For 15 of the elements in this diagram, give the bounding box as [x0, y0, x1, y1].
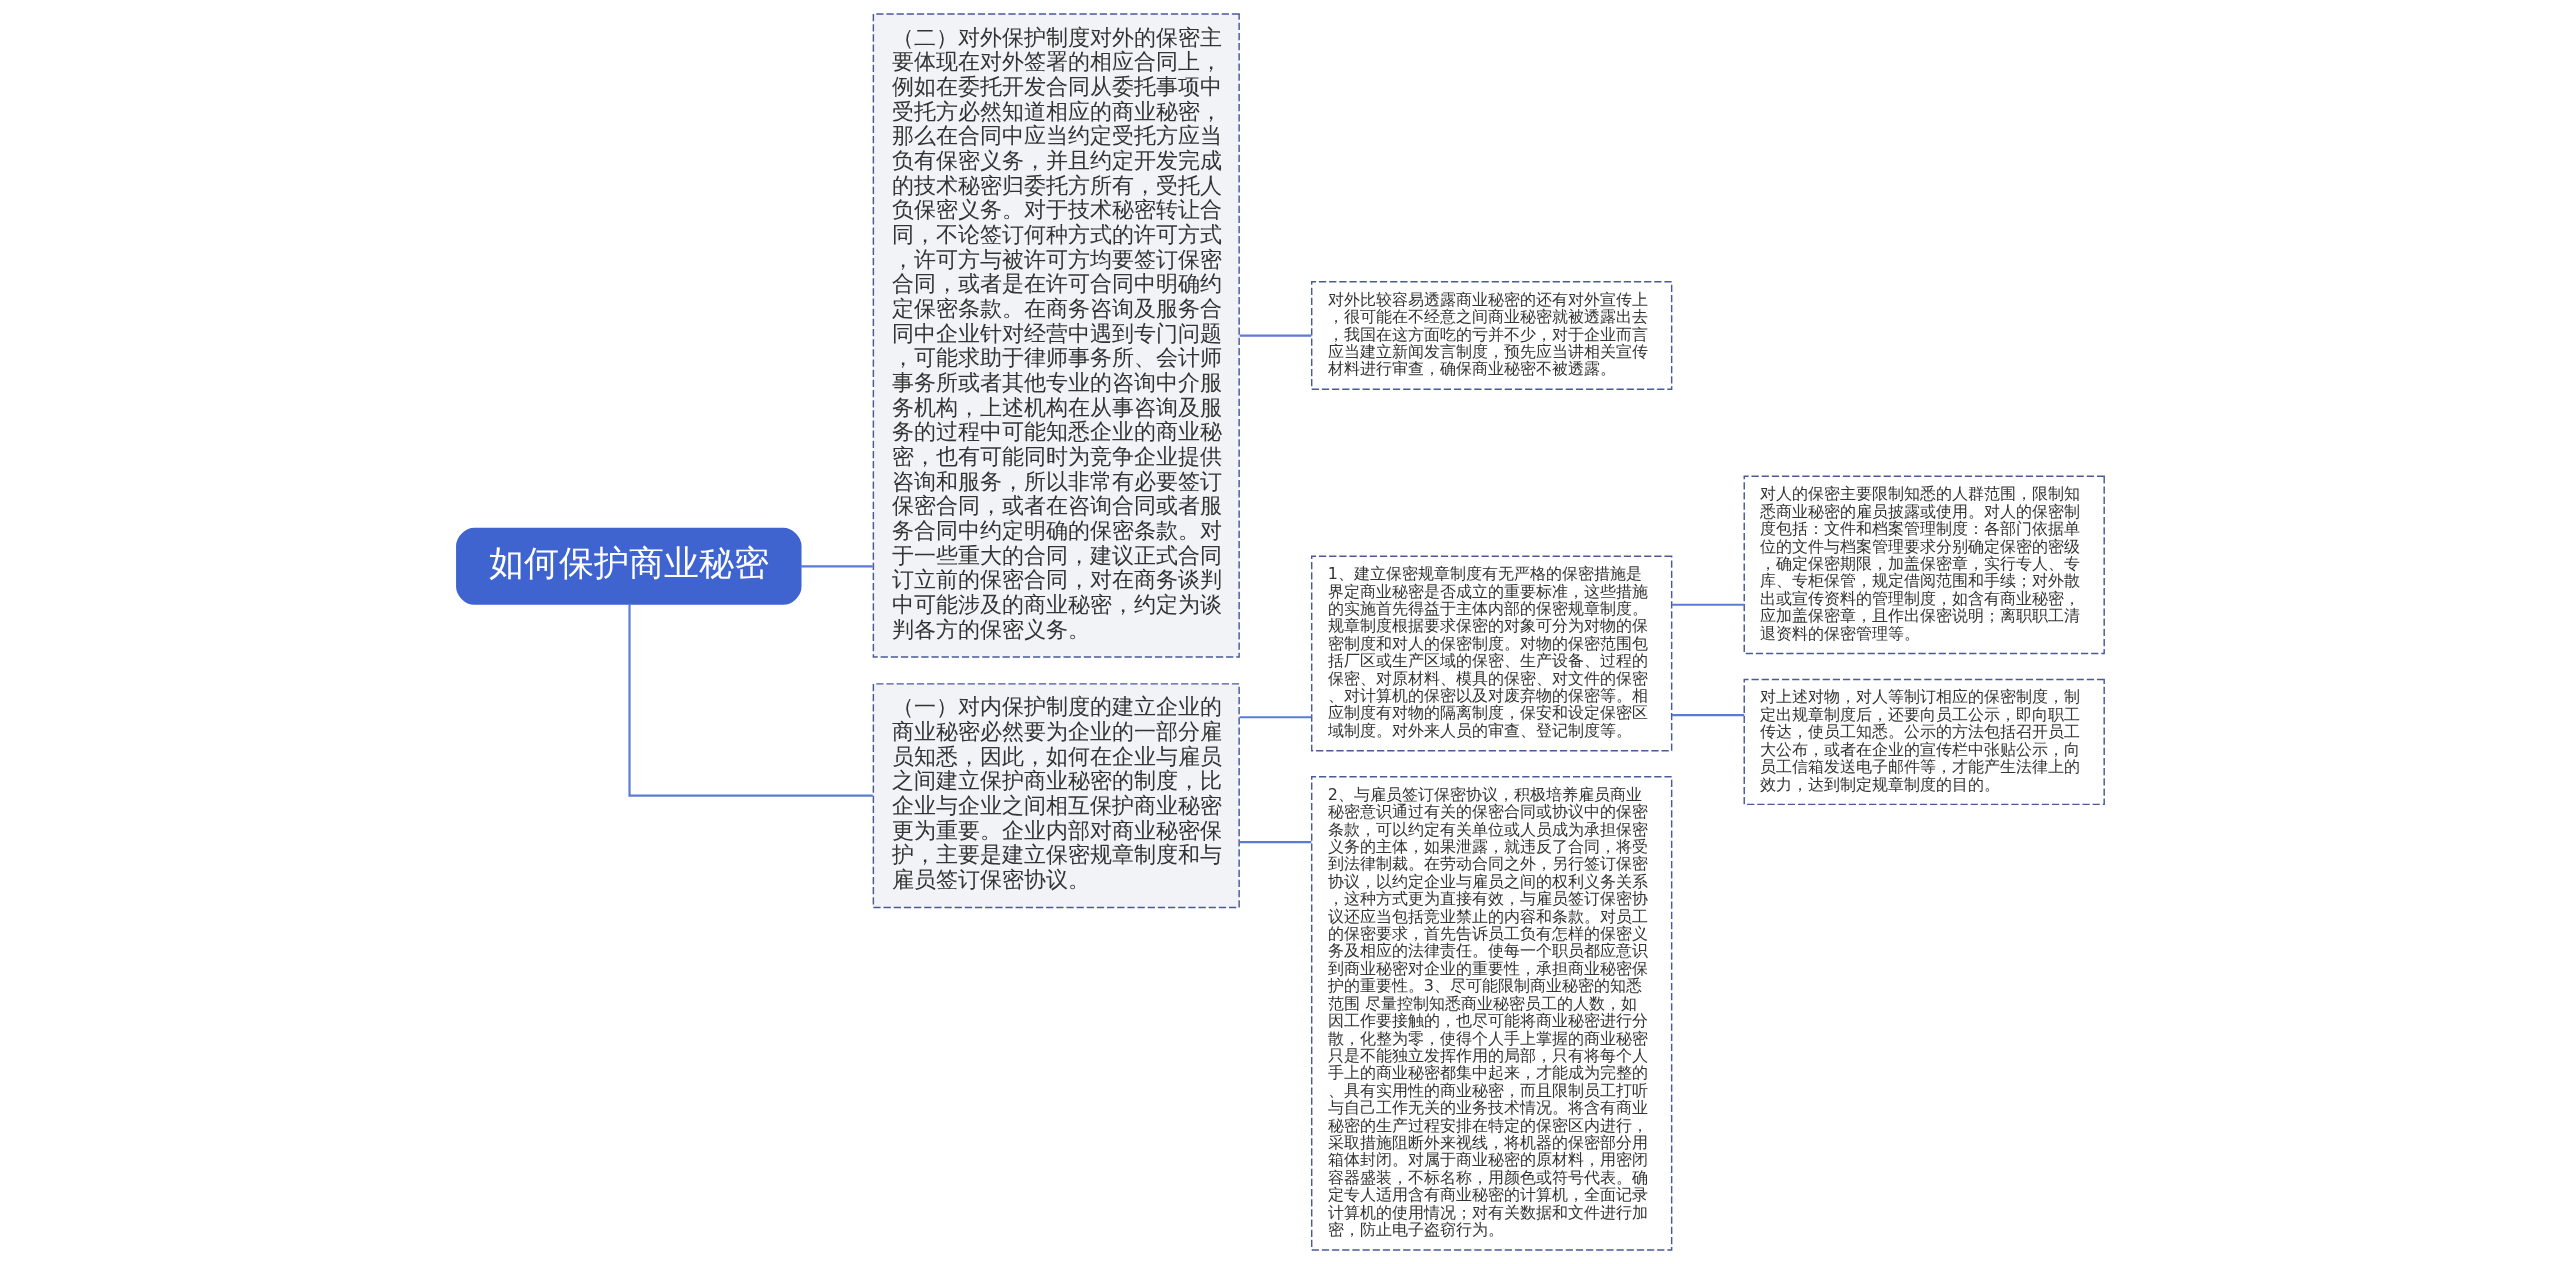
node-box: 对外比较容易透露商业秘密的还有对外宣传上，很可能在不经意之间商业秘密就被透露出去，我国在这方面吃的亏并不少，对于企业而言应当建立新闻发言制度，预先应当讲相关宣传材料进行审查，确保商业秘密不被透露。	[1310, 281, 1672, 390]
connector	[1239, 841, 1311, 844]
connector	[627, 604, 873, 797]
connector	[1239, 334, 1311, 337]
node-box: 2、与雇员签订保密协议，积极培养雇员商业秘密意识通过有关的保密合同或协议中的保密条款，可以约定有关单位或人员成为承担保密义务的主体，如果泄露，就违反了合同，将受到法律制裁。在劳动合同之外，另行签订保密协议，以约定企业与雇员之间的权利义务关系，这种方式更为直接有效，与雇员签订保密协议还应当包括竞业禁止的内容和条款。对员工的保密要求，首先告诉员工负有怎样的保密义务及相应的法律责任。使每一个职员都应意识到商业秘密对企业的重要性，承担商业秘密保护的重要性。3、尽可能限制商业秘密的知悉范围 尽量控制知悉商业秘密员工的人数，如因工作要接触的，也尽可能将商业秘密进行分散，化整为零，使得个人手上掌握的商业秘密只是不能独立发挥作用的局部，只有将每个人手上的商业秘密都集中起来，才能成为完整的、具有实用性的商业秘密，而且限制员工打听与自己工作无关的业务技术情况。将含有商业秘密的生产过程安排在特定的保密区内进行，采取措施阻断外来视线，将机器的保密部分用箱体封闭。对属于商业秘密的原材料，用密闭容器盛装，不标名称，用颜色或符号代表。确定专人适用含有商业秘密的计算机，全面记录计算机的使用情况；对有关数据和文件进行加密，防止电子盗窃行为。	[1310, 776, 1672, 1251]
node-box: （一）对内保护制度的建立企业的商业秘密必然要为企业的一部分雇员知悉，因此，如何在企业与雇员之间建立保护商业秘密的制度，比企业与企业之间相互保护商业秘密更为重要。企业内部对商业秘密保护，主要是建立保密规章制度和与雇员签订保密协议。	[872, 683, 1240, 909]
connector	[800, 565, 873, 568]
connector	[1671, 603, 1744, 606]
node-box: 如何保护商业秘密	[455, 527, 802, 605]
node-box: 1、建立保密规章制度有无严格的保密措施是界定商业秘密是否成立的重要标准，这些措施的实施首先得益于主体内部的保密规章制度。规章制度根据要求保密的对象可分为对物的保密制度和对人的保密制度。对物的保密范围包括厂区或生产区域的保密、生产设备、过程的保密、对原材料、模具的保密、对文件的保密、对计算机的保密以及对废弃物的保密等。相应制度有对物的隔离制度，保安和设定保密区域制度。对外来人员的审查、登记制度等。	[1310, 555, 1672, 752]
node-box: 对人的保密主要限制知悉的人群范围，限制知悉商业秘密的雇员披露或使用。对人的保密制度包括：文件和档案管理制度：各部门依据单位的文件与档案管理要求分别确定保密的密级，确定保密期限，加盖保密章，实行专人、专库、专柜保管，规定借阅范围和手续；对外散出或宣传资料的管理制度，如含有商业秘密，应加盖保密章，且作出保密说明；离职职工清退资料的保密管理等。	[1743, 475, 2105, 655]
node-box: （二）对外保护制度对外的保密主要体现在对外签署的相应合同上，例如在委托开发合同从委托事项中受托方必然知道相应的商业秘密，那么在合同中应当约定受托方应当负有保密义务，并且约定开发完成的技术秘密归委托方所有，受托人负保密义务。对于技术秘密转让合同，不论签订何种方式的许可方式，许可方与被许可方均要签订保密合同，或者是在许可合同中明确约定保密条款。在商务咨询及服务合同中企业针对经营中遇到专门问题，可能求助于律师事务所、会计师事务所或者其他专业的咨询中介服务机构，上述机构在从事咨询及服务的过程中可能知悉企业的商业秘密，也有可能同时为竞争企业提供咨询和服务，所以非常有必要签订保密合同，或者在咨询合同或者服务合同中约定明确的保密条款。对于一些重大的合同，建议正式合同订立前的保密合同，对在商务谈判中可能涉及的商业秘密，约定为谈判各方的保密义务。	[872, 13, 1240, 658]
node-box: 对上述对物，对人等制订相应的保密制度，制定出规章制度后，还要向员工公示，即向职工传达，使员工知悉。公示的方法包括召开员工大公布，或者在企业的宣传栏中张贴公示，向员工信箱发送电子邮件等，才能产生法律上的效力，达到制定规章制度的目的。	[1743, 678, 2105, 806]
connector	[1239, 716, 1311, 719]
connector	[1671, 714, 1744, 717]
